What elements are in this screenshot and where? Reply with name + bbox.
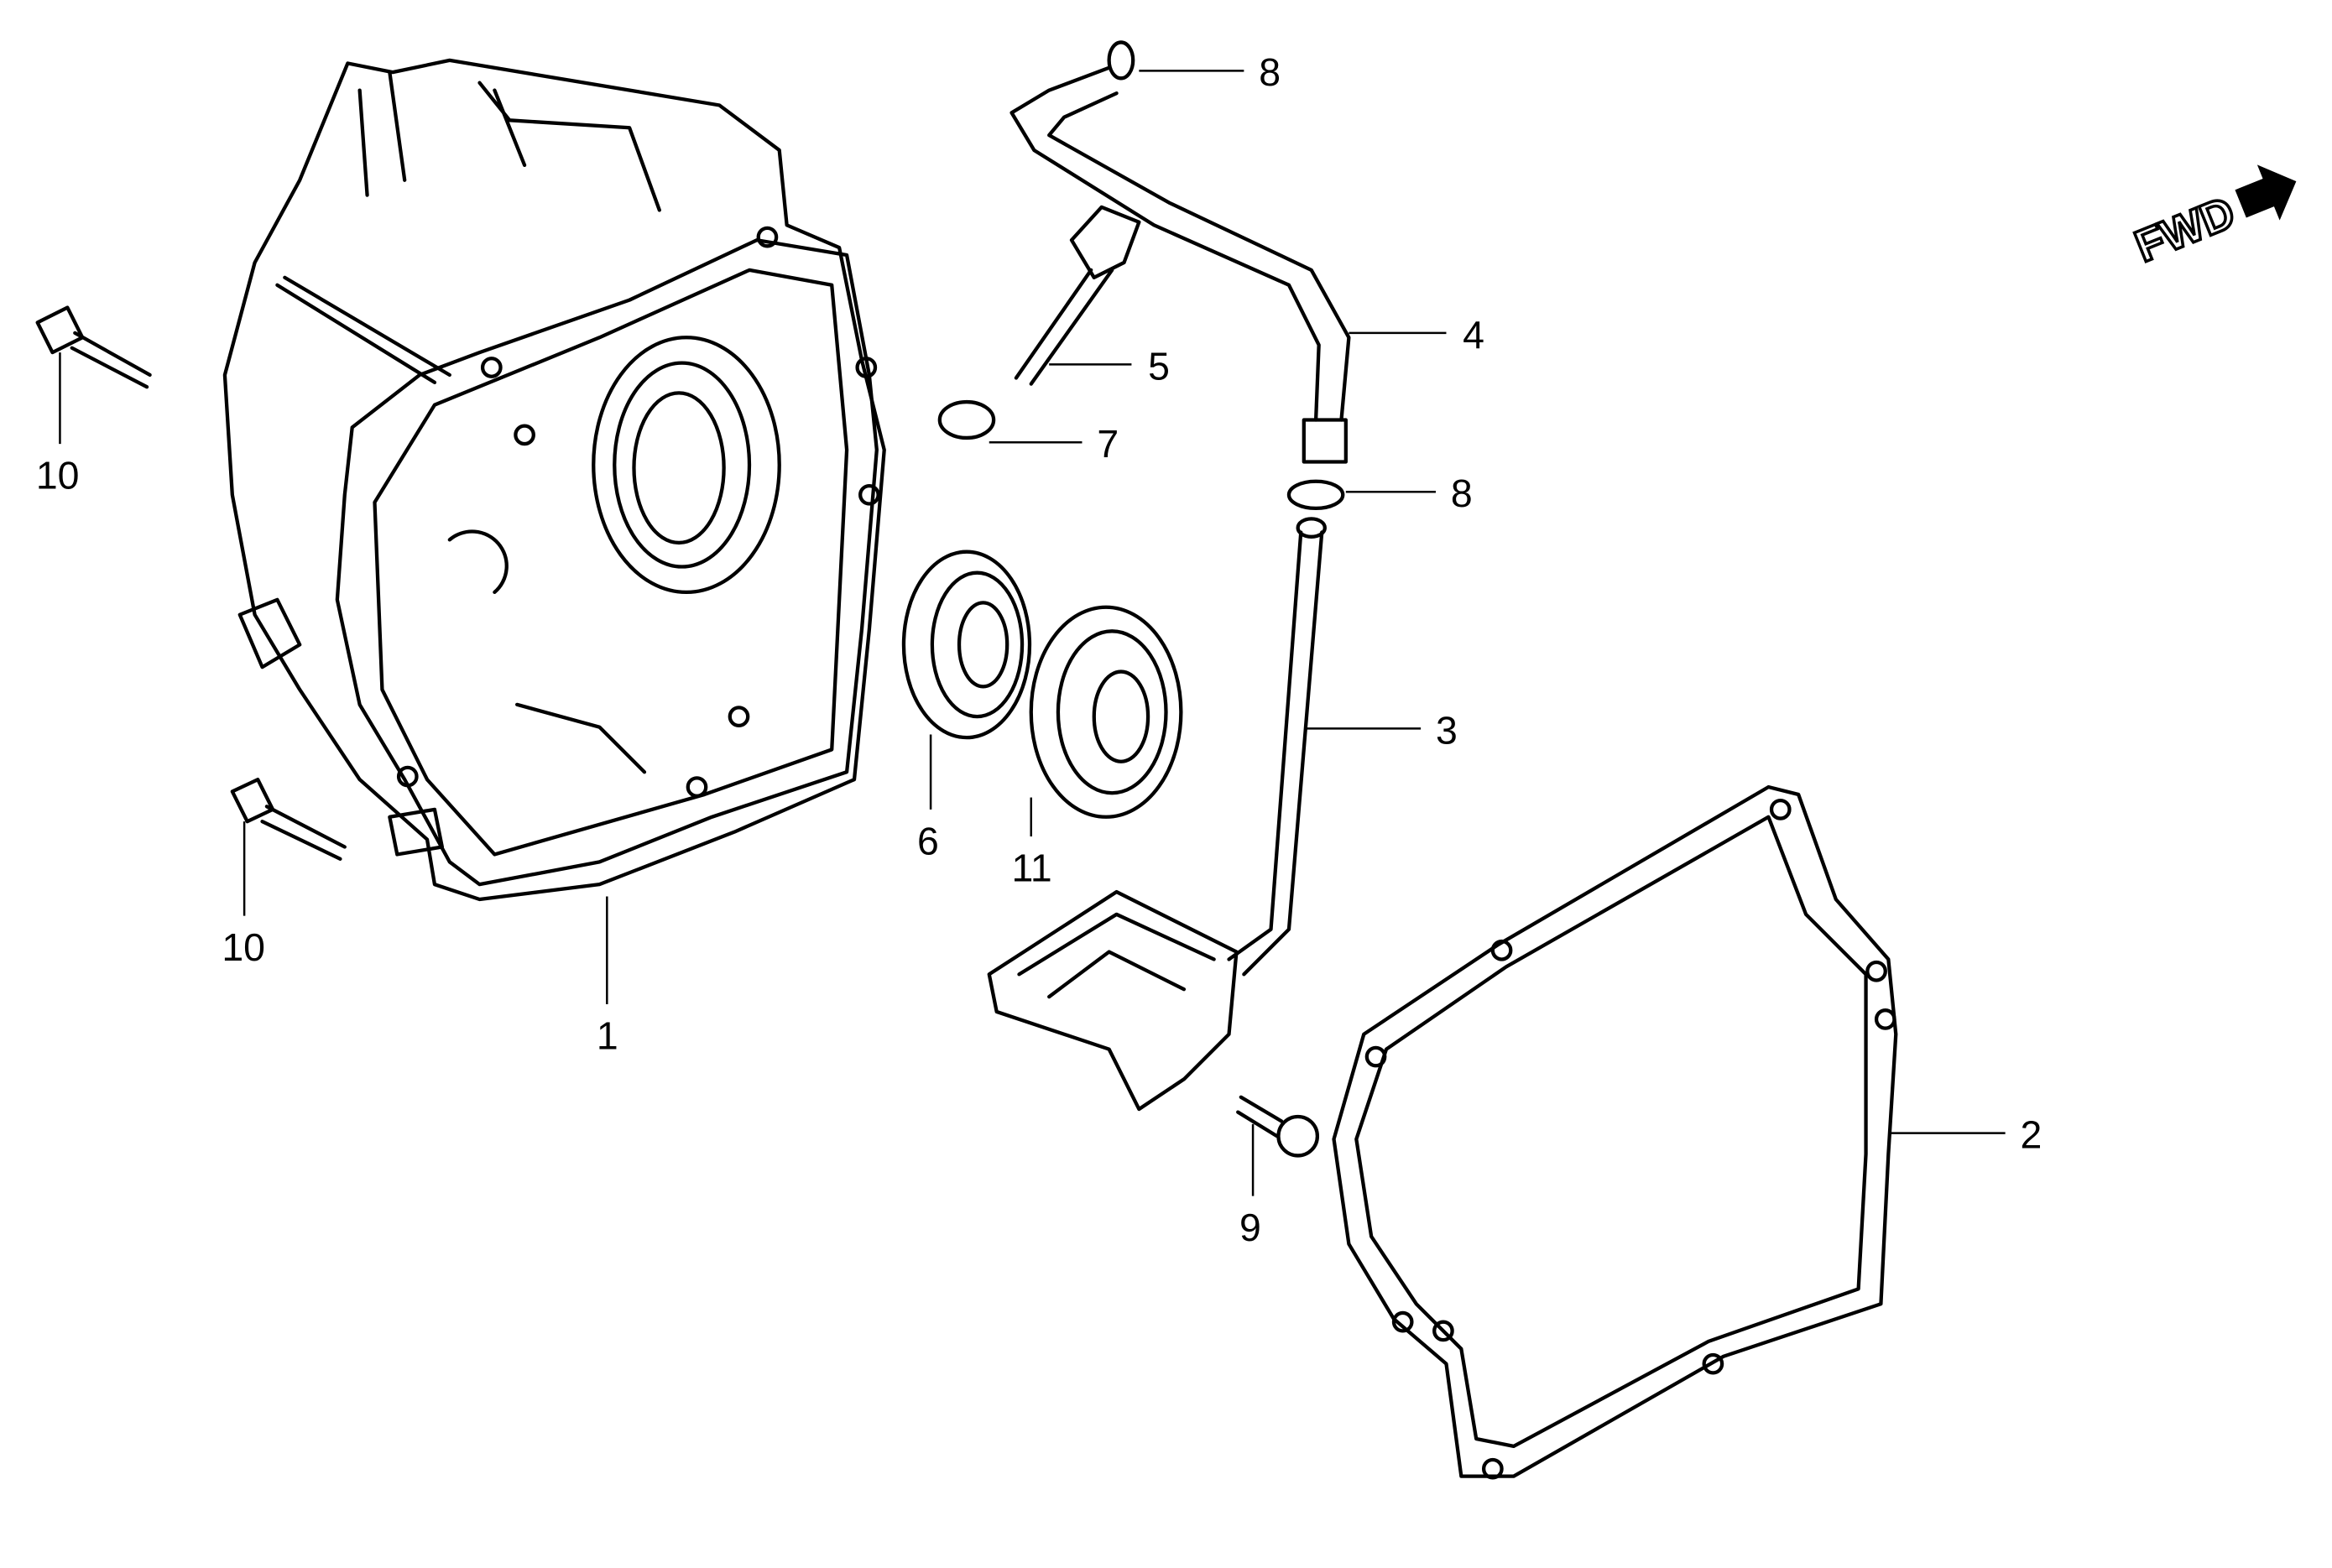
forward-direction-indicator: FWD (2127, 164, 2297, 273)
callout-10-upper: 10 (36, 454, 80, 497)
callout-5: 5 (1148, 344, 1170, 388)
ball-bearing (1029, 605, 1183, 819)
flange-bolt-upper (35, 305, 152, 389)
fwd-label: FWD (2128, 188, 2241, 272)
forward-arrow-icon (2235, 164, 2297, 221)
flange-bolt-lower (230, 777, 347, 861)
oil-filler-cap (1014, 205, 1141, 386)
callout-7: 7 (1097, 422, 1119, 466)
oil-seal (901, 550, 1032, 740)
flange-bolt (1236, 1095, 1320, 1158)
callout-4: 4 (1463, 313, 1484, 357)
callout-10-lower: 10 (222, 925, 265, 969)
leader-lines (59, 70, 2006, 1196)
crankcase-cover (222, 58, 886, 902)
callout-8-top: 8 (1259, 50, 1281, 94)
breather-tube (987, 517, 1327, 1112)
cover-gasket (1332, 784, 1898, 1480)
breather-hose (1009, 40, 1351, 511)
callout-8-middle: 8 (1451, 471, 1473, 515)
o-ring (937, 399, 996, 440)
callout-9: 9 (1239, 1206, 1261, 1249)
callout-11: 11 (1012, 847, 1052, 890)
callout-1: 1 (597, 1014, 618, 1058)
callout-6: 6 (917, 819, 939, 862)
callout-3: 3 (1436, 708, 1458, 752)
callout-2: 2 (2021, 1112, 2042, 1156)
